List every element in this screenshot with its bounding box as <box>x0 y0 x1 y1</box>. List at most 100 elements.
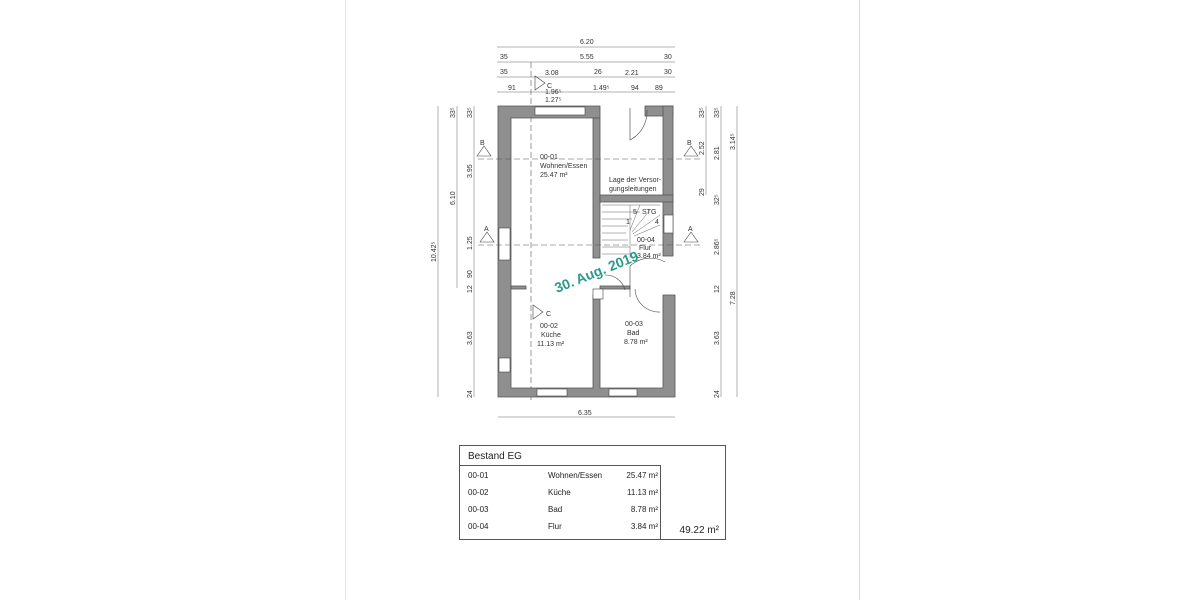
windows <box>498 106 674 397</box>
dim-label: 6.10 <box>450 191 457 205</box>
dim-label: 5.55 <box>580 54 594 61</box>
staircase: 5 STG 1 4 <box>602 204 661 258</box>
window <box>534 106 586 116</box>
dim-label: 1.25 <box>467 236 474 250</box>
room-area: 8.78 m² <box>624 339 648 346</box>
dim-label: 2.52 <box>699 141 706 155</box>
room-id: 00-03 <box>625 321 643 328</box>
dim-label: 2.81 <box>714 146 721 160</box>
room-name: Bad <box>548 505 563 514</box>
room-id: 00-03 <box>468 505 489 514</box>
section-marker-b: B <box>687 140 692 147</box>
dim-label: 1.49⁵ <box>593 85 610 92</box>
dim-label: 33⁵ <box>450 107 457 118</box>
dim-label: 33⁵ <box>699 107 706 118</box>
legend-row: 00-04 Flur 3.84 m² <box>468 522 658 534</box>
room-area: 3.84 m² <box>630 522 658 531</box>
dim-label: 33⁵ <box>714 107 721 118</box>
window <box>536 388 568 397</box>
dim-label: 3.14⁵ <box>730 133 737 150</box>
doors <box>592 108 666 313</box>
dim-label: 24 <box>467 390 474 398</box>
room-id: 00-01 <box>540 154 558 161</box>
section-marker-c: C <box>546 311 551 318</box>
room-name: Küche <box>541 332 561 339</box>
dim-label: 29 <box>699 188 706 196</box>
section-marker-a: A <box>484 226 489 233</box>
room-area: 3.84 m² <box>637 253 661 260</box>
room-id: 00-02 <box>540 323 558 330</box>
kitchen-door <box>604 274 626 291</box>
dim-label: 94 <box>631 85 639 92</box>
document-page <box>345 0 860 600</box>
utilities-note: Lage der Versor- <box>609 177 662 184</box>
window <box>498 357 511 373</box>
dim-label: 35 <box>500 69 508 76</box>
dim-overall-width: 6.20 <box>580 39 594 46</box>
dim-label: 3.63 <box>467 331 474 345</box>
window <box>498 227 511 261</box>
dim-label: 26 <box>594 69 602 76</box>
dim-label: 89 <box>655 85 663 92</box>
top-dimensions: 6.20 35 5.55 30 35 3.08 26 2.21 30 91 1.… <box>497 39 675 400</box>
legend-row: 00-01 Wohnen/Essen 25.47 m² <box>468 471 658 483</box>
window <box>608 388 638 397</box>
room-name: Wohnen/Essen <box>548 471 603 480</box>
left-dimensions: 10.42⁵ 6.10 33⁵ 33⁵ 3.95 1.25 90 12 3.63… <box>431 106 475 398</box>
dim-label: 1.96⁵ <box>545 89 562 96</box>
dim-label: 2.21 <box>625 70 639 77</box>
dim-label: 12 <box>714 285 721 293</box>
dim-label: 1.27⁵ <box>545 97 562 104</box>
dim-label: 3.63 <box>714 331 721 345</box>
dim-label: 7.28 <box>730 291 737 305</box>
dim-label: 6.35 <box>578 410 592 417</box>
room-area: 11.13 m² <box>537 341 565 348</box>
dim-label: 30 <box>664 54 672 61</box>
legend-title: Bestand EG <box>468 451 522 462</box>
window <box>663 214 674 234</box>
room-name: Wohnen/Essen <box>540 163 587 170</box>
room-name: Flur <box>639 245 652 252</box>
dim-label: 3.95 <box>467 164 474 178</box>
stair-step-label: 4 <box>655 219 659 226</box>
area-legend: Bestand EG 00-01 Wohnen/Essen 25.47 m² 0… <box>459 445 726 540</box>
dim-label: 90 <box>467 270 474 278</box>
right-dimensions: 33⁵ 2.52 29 33⁵ 2.81 32⁵ 2.86⁵ 12 3.63 2… <box>699 106 738 398</box>
section-marker-b: B <box>480 140 485 147</box>
room-id: 00-04 <box>468 522 489 531</box>
room-area: 25.47 m² <box>540 172 568 179</box>
stair-step-label: 1 <box>626 219 630 226</box>
dim-label: 32⁵ <box>714 194 721 205</box>
room-name: Küche <box>548 488 571 497</box>
bottom-dimension: 6.35 <box>498 410 675 418</box>
column <box>592 288 604 300</box>
room-id: 00-01 <box>468 471 489 480</box>
room-id: 00-02 <box>468 488 489 497</box>
dim-label: 10.42⁵ <box>431 241 438 262</box>
room-name: Bad <box>627 330 640 337</box>
dim-label: 33⁵ <box>467 107 474 118</box>
room-area: 11.13 m² <box>627 488 658 497</box>
room-area: 8.78 m² <box>630 505 658 514</box>
section-marker-c: C <box>547 83 552 90</box>
room-name: Flur <box>548 522 562 531</box>
stair-label: STG <box>642 209 656 216</box>
room-labels: 00-01 Wohnen/Essen 25.47 m² 00-02 Küche … <box>537 154 662 348</box>
section-lines: B A B A C C <box>476 75 700 320</box>
total-area: 49.22 m² <box>679 525 719 536</box>
dim-label: 91 <box>508 85 516 92</box>
utilities-note: gungsleitungen <box>609 186 657 193</box>
dim-label: 35 <box>500 54 508 61</box>
legend-row: 00-03 Bad 8.78 m² <box>468 505 658 517</box>
dim-label: 30 <box>664 69 672 76</box>
room-id: 00-04 <box>637 237 655 244</box>
stair-step-label: 5 <box>633 209 637 216</box>
entrance-door <box>629 108 648 141</box>
dim-label: 12 <box>467 285 474 293</box>
dim-label: 3.08 <box>545 70 559 77</box>
dim-label: 24 <box>714 390 721 398</box>
dim-label: 2.86⁵ <box>714 238 721 255</box>
legend-row: 00-02 Küche 11.13 m² <box>468 488 658 500</box>
legend-table: 00-01 Wohnen/Essen 25.47 m² 00-02 Küche … <box>460 465 661 540</box>
